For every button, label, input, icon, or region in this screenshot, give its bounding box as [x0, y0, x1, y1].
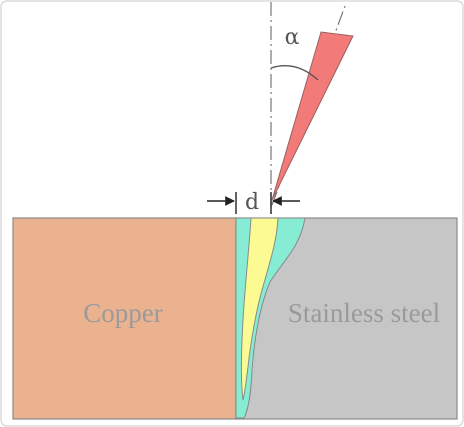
angle-alpha-label: α [285, 25, 300, 50]
copper-label: Copper [83, 298, 162, 328]
angle-arc [270, 65, 319, 81]
laser-beam [271, 31, 354, 201]
offset-d-label: d [245, 190, 259, 215]
copper-block [12, 217, 237, 420]
steel-label: Stainless steel [288, 298, 440, 328]
inner-fusion-zone [241, 217, 279, 401]
